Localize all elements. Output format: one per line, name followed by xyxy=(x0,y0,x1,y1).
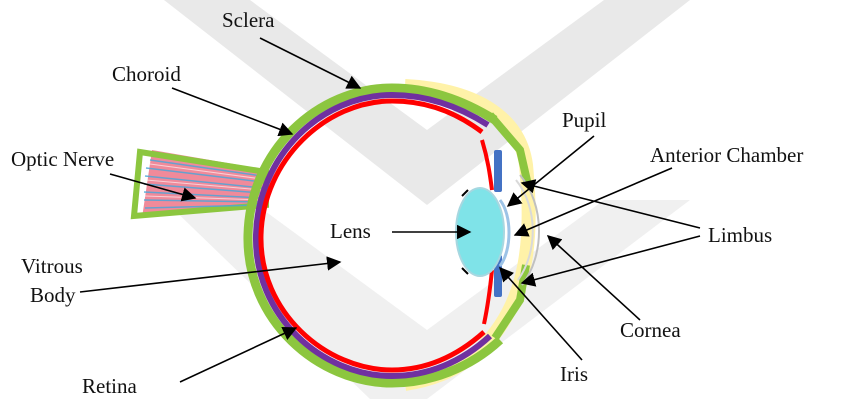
label-iris: Iris xyxy=(560,362,588,386)
retina-arrow xyxy=(180,328,296,382)
label-pupil: Pupil xyxy=(562,108,607,132)
label-vitreous-line1: Vitrous xyxy=(21,254,83,278)
iris-top xyxy=(494,150,502,192)
label-sclera: Sclera xyxy=(222,8,275,32)
label-optic-nerve: Optic Nerve xyxy=(11,147,114,171)
label-cornea: Cornea xyxy=(620,318,681,342)
choroid-arrow xyxy=(172,88,292,134)
label-retina: Retina xyxy=(82,374,137,398)
label-anterior-chamber: Anterior Chamber xyxy=(650,143,803,167)
label-limbus: Limbus xyxy=(708,223,772,247)
label-vitreous-line2: Body xyxy=(30,283,76,307)
label-lens: Lens xyxy=(330,219,371,243)
label-choroid: Choroid xyxy=(112,62,181,86)
